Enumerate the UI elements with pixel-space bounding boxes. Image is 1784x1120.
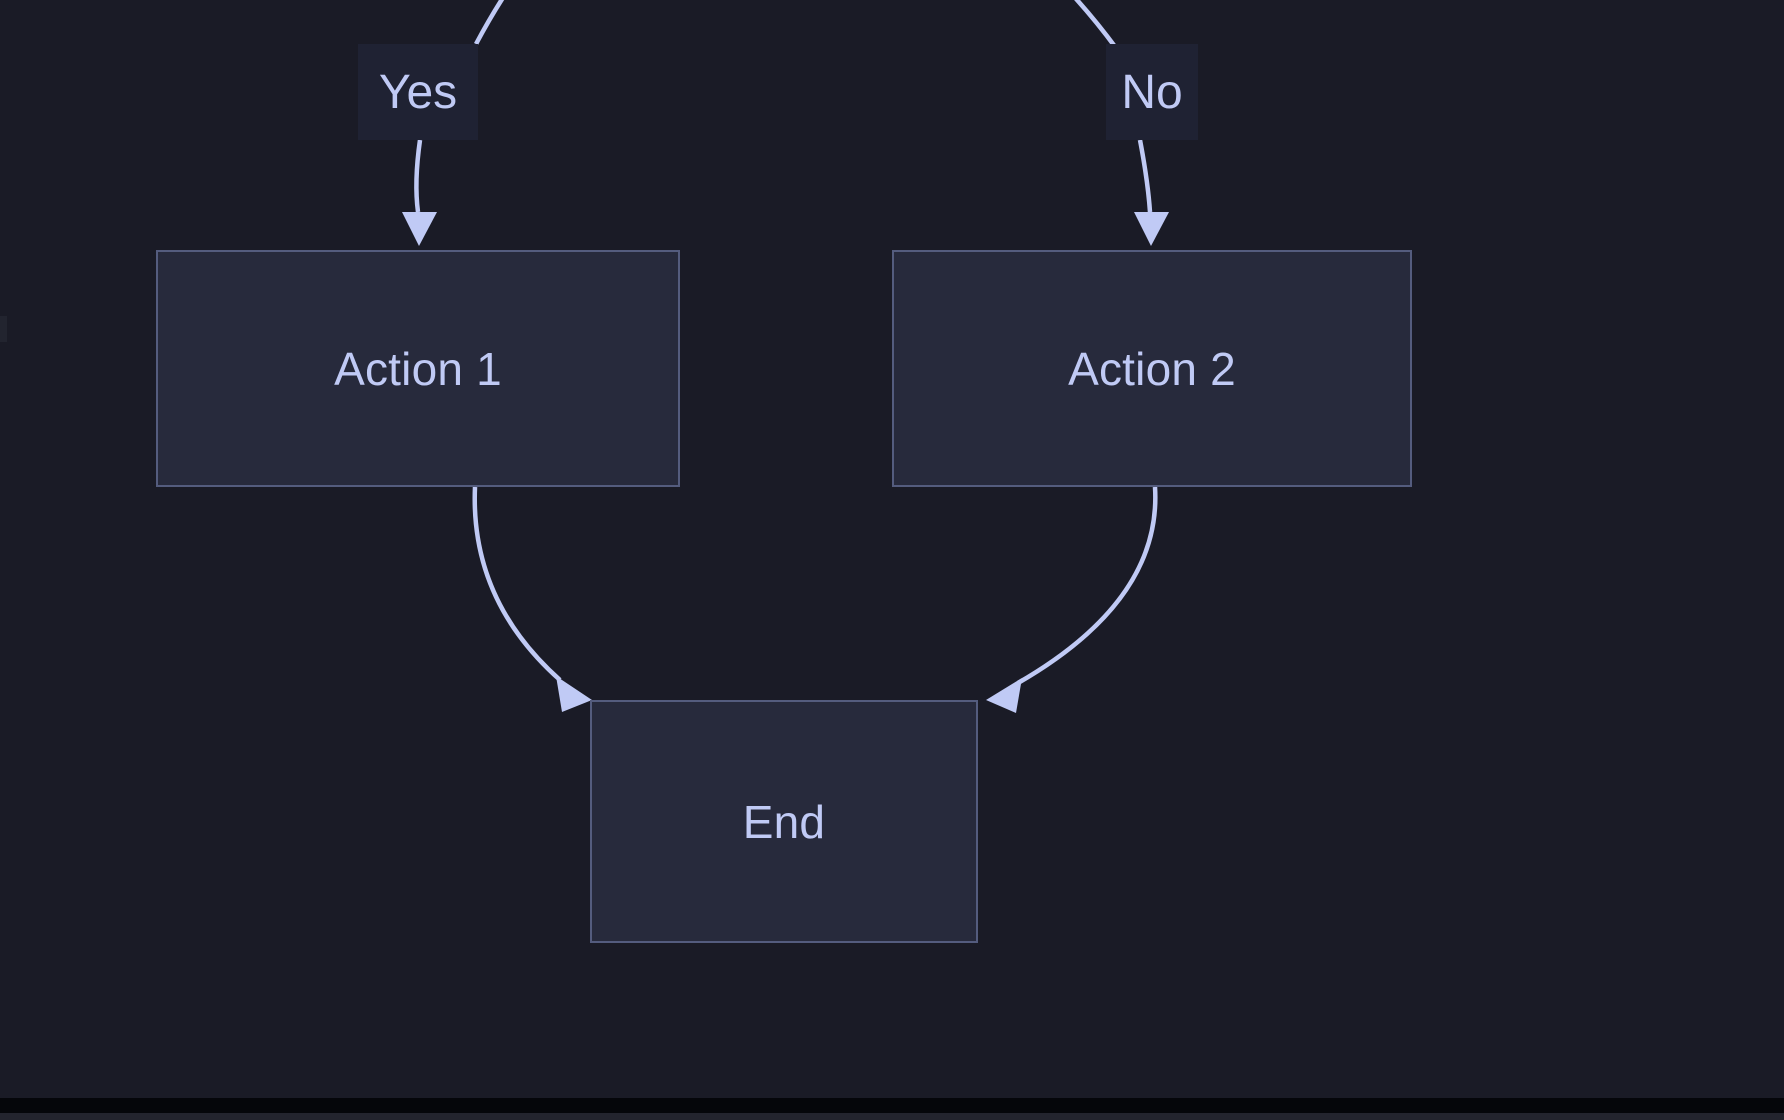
node-action-1-label: Action 1: [334, 342, 502, 395]
arrowhead-action1-to-end: [556, 676, 592, 712]
edge-label-no-text: No: [1121, 65, 1183, 119]
arrowhead-to-action1: [402, 212, 437, 246]
arrowhead-action2-to-end: [986, 678, 1022, 713]
edge-action2-to-end: [1016, 486, 1158, 685]
node-end[interactable]: End: [590, 700, 978, 943]
edge-action1-to-end: [472, 486, 562, 682]
edge-decision-to-action2-upper: [1074, 0, 1118, 50]
edge-decision-to-action1-upper: [474, 0, 505, 46]
node-action-2[interactable]: Action 2: [892, 250, 1412, 487]
node-action-1[interactable]: Action 1: [156, 250, 680, 487]
edge-label-yes: Yes: [358, 44, 478, 140]
edge-no-to-action2: [1137, 139, 1153, 213]
edge-label-no: No: [1106, 44, 1198, 140]
arrowhead-to-action2: [1134, 212, 1169, 246]
edge-label-yes-text: Yes: [378, 65, 458, 119]
node-end-label: End: [742, 795, 826, 848]
clipped-edge-artifact: [0, 316, 7, 342]
horizontal-scrollbar-thumb[interactable]: [0, 1113, 1784, 1120]
edge-yes-to-action1: [414, 139, 423, 213]
horizontal-scrollbar-track[interactable]: [0, 1098, 1784, 1120]
node-action-2-label: Action 2: [1068, 342, 1236, 395]
